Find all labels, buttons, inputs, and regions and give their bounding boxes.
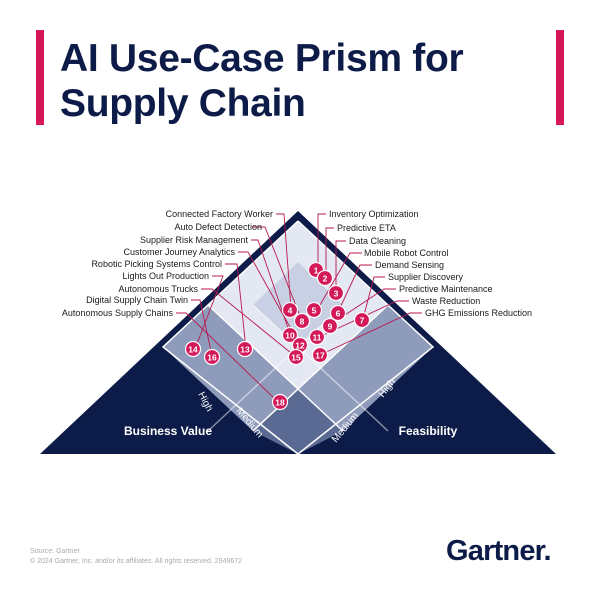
label-inventory-optimization: Inventory Optimization <box>329 209 419 219</box>
label-predictive-maintenance: Predictive Maintenance <box>399 284 493 294</box>
section-feasibility: Feasibility <box>399 424 458 438</box>
marker-number-14: 14 <box>188 345 198 355</box>
marker-circle-14 <box>184 340 202 358</box>
marker-circle-10 <box>281 326 299 344</box>
marker-circle-6 <box>329 304 347 322</box>
label-autonomous-supply-chains: Autonomous Supply Chains <box>62 308 174 318</box>
label-supplier-risk-management: Supplier Risk Management <box>140 235 249 245</box>
label-mobile-robot-control: Mobile Robot Control <box>364 248 449 258</box>
label-demand-sensing: Demand Sensing <box>375 260 444 270</box>
marker-number-3: 3 <box>334 289 339 299</box>
label-auto-defect-detection: Auto Defect Detection <box>174 222 262 232</box>
marker-number-15: 15 <box>291 353 301 363</box>
footer-copyright: © 2024 Gartner, Inc. and/or its affiliat… <box>30 558 243 565</box>
marker-circle-16 <box>203 348 221 366</box>
marker-circle-7 <box>353 311 371 329</box>
marker-circle-4 <box>281 301 299 319</box>
marker-circle-13 <box>236 340 254 358</box>
marker-number-10: 10 <box>285 331 295 341</box>
marker-number-17: 17 <box>315 351 325 361</box>
marker-number-13: 13 <box>240 345 250 355</box>
page-title: AI Use-Case Prism for Supply Chain <box>60 37 464 125</box>
accent-bar-left <box>36 30 44 125</box>
marker-circle-15 <box>287 348 305 366</box>
section-business-value: Business Value <box>124 424 212 438</box>
axis-bottom-low: Low <box>289 459 308 470</box>
marker-circle-18 <box>271 393 289 411</box>
label-supplier-discovery: Supplier Discovery <box>388 272 464 282</box>
marker-number-6: 6 <box>336 309 341 319</box>
prism-zone-left <box>163 305 298 431</box>
labels-right: Inventory Optimization Predictive ETA Da… <box>329 209 532 318</box>
marker-circle-17 <box>311 346 329 364</box>
marker-number-5: 5 <box>312 306 317 316</box>
label-robotic-picking-systems-control: Robotic Picking Systems Control <box>91 259 222 269</box>
marker-number-2: 2 <box>323 274 328 284</box>
marker-number-11: 11 <box>313 333 322 343</box>
marker-circle-11 <box>308 328 326 346</box>
prism-zone-right <box>298 305 433 431</box>
label-connected-factory-worker: Connected Factory Worker <box>166 209 273 219</box>
marker-number-7: 7 <box>360 316 365 326</box>
labels-left: Connected Factory Worker Auto Defect Det… <box>62 209 273 318</box>
marker-circle-8 <box>293 312 311 330</box>
label-ghg-emissions-reduction: GHG Emissions Reduction <box>425 308 532 318</box>
marker-number-4: 4 <box>288 306 293 316</box>
prism-zone-bottom <box>253 389 343 454</box>
marker-circle-9 <box>321 317 339 335</box>
label-autonomous-trucks: Autonomous Trucks <box>118 284 198 294</box>
marker-number-1: 1 <box>314 266 319 276</box>
accent-bar-right <box>556 30 564 125</box>
label-predictive-eta: Predictive ETA <box>337 223 396 233</box>
marker-circle-3 <box>327 284 345 302</box>
marker-number-18: 18 <box>275 398 285 408</box>
gartner-logo: Gartner. <box>446 535 552 567</box>
marker-number-16: 16 <box>207 353 217 363</box>
marker-number-8: 8 <box>300 317 305 327</box>
marker-circle-5 <box>305 301 323 319</box>
label-lights-out-production: Lights Out Production <box>122 271 209 281</box>
label-data-cleaning: Data Cleaning <box>349 236 406 246</box>
label-waste-reduction: Waste Reduction <box>412 296 480 306</box>
marker-circle-2 <box>316 269 334 287</box>
label-customer-journey-analytics: Customer Journey Analytics <box>123 247 235 257</box>
marker-number-9: 9 <box>328 322 333 332</box>
marker-number-12: 12 <box>295 341 305 351</box>
leader-lines <box>176 213 422 403</box>
footer-source: Source: Gartner <box>30 548 80 555</box>
label-digital-supply-chain-twin: Digital Supply Chain Twin <box>86 295 188 305</box>
